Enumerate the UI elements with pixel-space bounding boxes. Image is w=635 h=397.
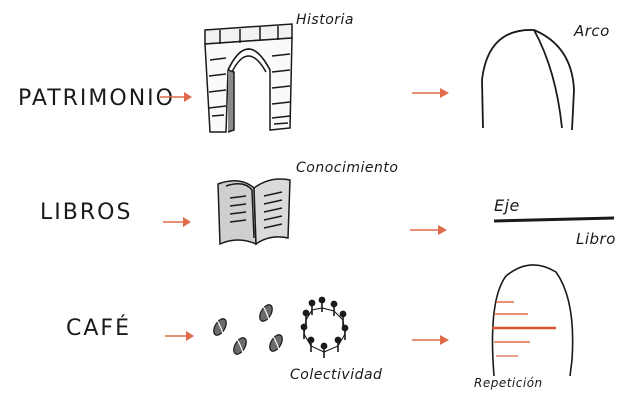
caption-historia: Historia xyxy=(296,12,354,28)
axis-line-icon xyxy=(493,216,615,223)
arrow-icon xyxy=(163,217,191,227)
abstraction-label-repeticion: Repetición xyxy=(474,376,543,390)
caption-colectividad: Colectividad xyxy=(290,367,383,383)
arrow-icon xyxy=(412,88,449,98)
arrow-icon xyxy=(410,225,447,235)
arrow-icon xyxy=(165,331,194,341)
arch-icon xyxy=(204,23,293,133)
arrow-icon xyxy=(412,335,449,345)
concept-label-libros: LIBROS xyxy=(40,200,133,225)
coffee-beans-icon xyxy=(213,304,283,355)
concept-label-cafe: CAFÉ xyxy=(66,316,131,341)
arc-shape-icon xyxy=(481,29,575,131)
people-circle-icon xyxy=(300,296,349,358)
arrow-icon xyxy=(160,92,192,102)
abstraction-label-eje: Eje xyxy=(494,196,520,215)
concept-label-patrimonio: PATRIMONIO xyxy=(18,86,175,111)
repetition-shape-icon xyxy=(491,264,574,377)
caption-conocimiento: Conocimiento xyxy=(296,160,399,176)
abstraction-label-arco: Arco xyxy=(574,22,610,40)
abstraction-label-libro: Libro xyxy=(576,230,616,248)
open-book-icon xyxy=(217,178,291,246)
